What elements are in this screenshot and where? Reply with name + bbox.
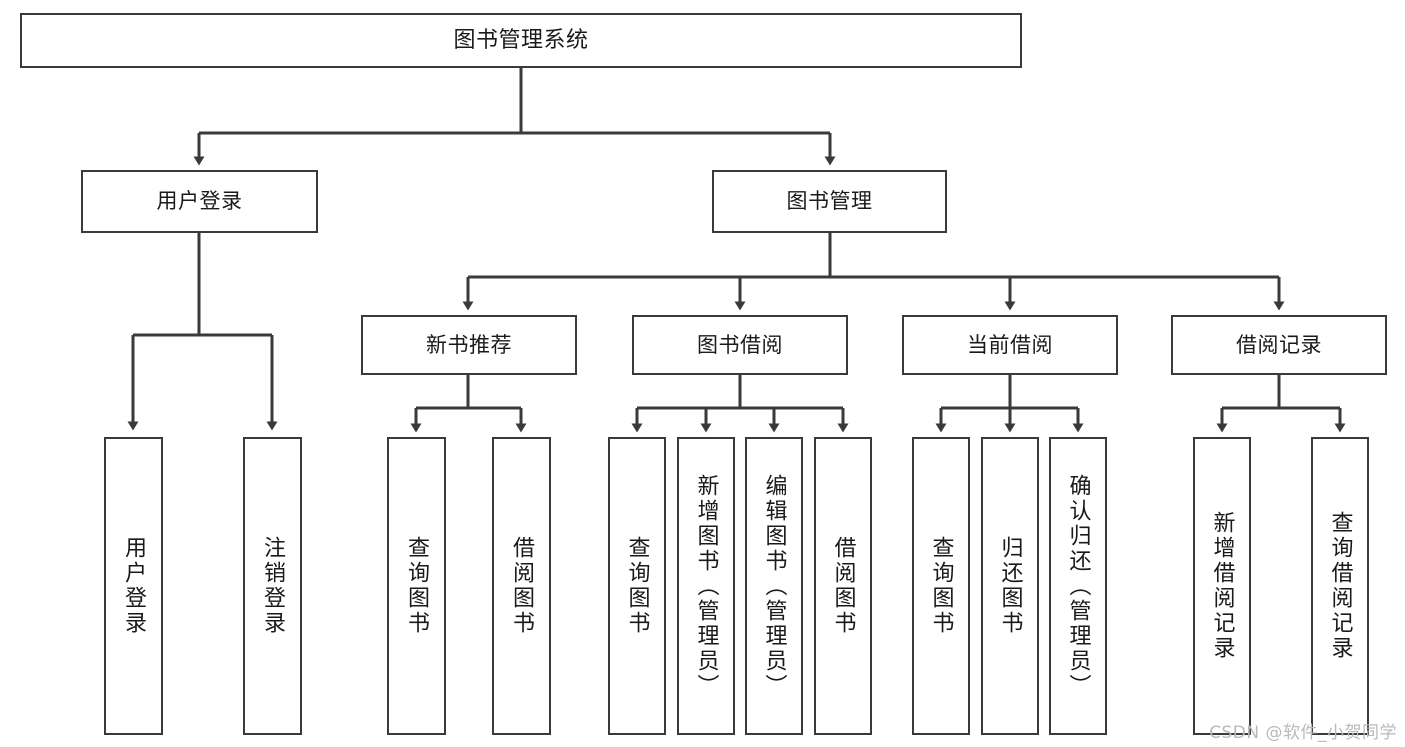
node-new-book-recommend[interactable]: 新书推荐	[361, 315, 577, 375]
node-label: 编辑图书（管理员）	[761, 473, 787, 699]
node-label: 借阅图书	[509, 536, 535, 636]
node-label: 查询图书	[624, 536, 650, 636]
leaf-query-book-2[interactable]: 查询图书	[608, 437, 666, 735]
leaf-query-book-3[interactable]: 查询图书	[912, 437, 970, 735]
node-label: 归还图书	[997, 536, 1023, 636]
node-label: 当前借阅	[967, 332, 1053, 357]
node-label: 新书推荐	[426, 332, 512, 357]
node-book-manage[interactable]: 图书管理	[712, 170, 947, 233]
leaf-user-login[interactable]: 用户登录	[104, 437, 163, 735]
node-label: 新增图书（管理员）	[693, 473, 719, 699]
node-current-borrow[interactable]: 当前借阅	[902, 315, 1118, 375]
node-label: 用户登录	[121, 536, 147, 636]
leaf-add-book[interactable]: 新增图书（管理员）	[677, 437, 735, 735]
node-label: 查询图书	[928, 536, 954, 636]
node-label: 借阅图书	[830, 536, 856, 636]
node-label: 图书管理系统	[453, 27, 589, 53]
node-user-login[interactable]: 用户登录	[81, 170, 318, 233]
leaf-borrow-book-2[interactable]: 借阅图书	[814, 437, 872, 735]
leaf-query-record[interactable]: 查询借阅记录	[1311, 437, 1369, 735]
leaf-add-record[interactable]: 新增借阅记录	[1193, 437, 1251, 735]
node-label: 借阅记录	[1236, 332, 1322, 357]
leaf-borrow-book-1[interactable]: 借阅图书	[492, 437, 551, 735]
node-borrow-record[interactable]: 借阅记录	[1171, 315, 1387, 375]
node-root-book-management-system[interactable]: 图书管理系统	[20, 13, 1022, 68]
node-label: 图书管理	[786, 189, 873, 214]
leaf-confirm-return[interactable]: 确认归还（管理员）	[1049, 437, 1107, 735]
node-label: 用户登录	[156, 189, 243, 214]
node-label: 查询图书	[404, 536, 430, 636]
node-label: 确认归还（管理员）	[1065, 473, 1091, 699]
node-label: 图书借阅	[697, 332, 783, 357]
node-label: 新增借阅记录	[1209, 511, 1235, 661]
node-label: 查询借阅记录	[1327, 511, 1353, 661]
watermark: CSDN @软件_小贺同学	[1209, 723, 1397, 743]
node-book-borrow[interactable]: 图书借阅	[632, 315, 848, 375]
leaf-query-book-1[interactable]: 查询图书	[387, 437, 446, 735]
leaf-return-book[interactable]: 归还图书	[981, 437, 1039, 735]
leaf-edit-book[interactable]: 编辑图书（管理员）	[745, 437, 803, 735]
node-label: 注销登录	[260, 536, 286, 636]
leaf-logout[interactable]: 注销登录	[243, 437, 302, 735]
